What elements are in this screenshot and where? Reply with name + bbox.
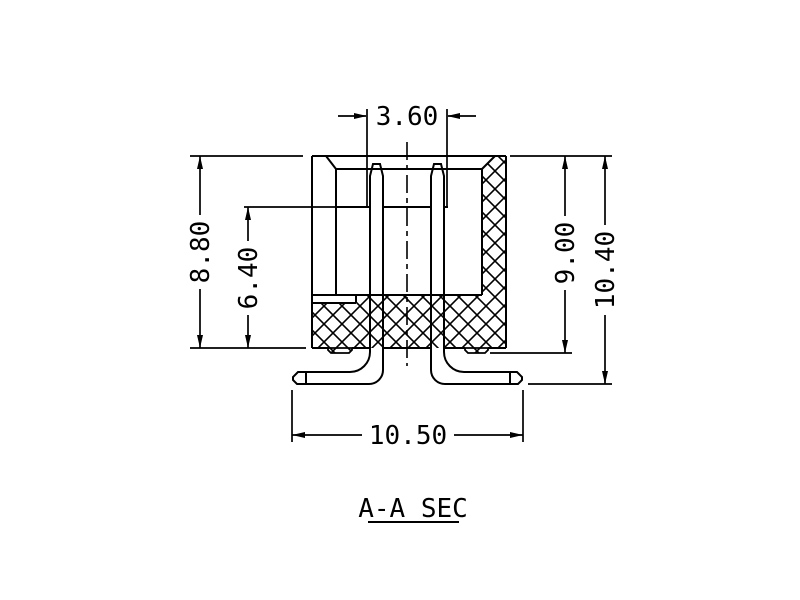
contact-pins [369, 163, 445, 348]
right-lead-inner [430, 348, 510, 385]
left-lead-outer [306, 348, 371, 373]
left-foot [327, 347, 353, 354]
right-wall-hatch [482, 156, 506, 295]
arrow-up-icon [562, 156, 568, 169]
dimension-top-width: 3.60 [338, 102, 476, 207]
dimension-total-height: 10.40 [528, 156, 621, 385]
cavity-left-chamfer [325, 155, 337, 170]
right-lead-outer [443, 348, 510, 373]
dim-label-top-width: 3.60 [376, 102, 439, 132]
base-left-hatch [312, 303, 356, 348]
arrow-down-icon [197, 335, 203, 348]
left-wall-step [312, 295, 357, 304]
dim-label-total-height: 10.40 [591, 231, 621, 309]
arrow-down-icon [245, 335, 251, 348]
pin-left [369, 163, 384, 348]
pin-right [430, 163, 445, 348]
dim-label-lead-span: 10.50 [369, 421, 447, 451]
view-title-label: A-A SEC [358, 494, 468, 524]
arrow-down-icon [602, 371, 608, 384]
view-title: A-A SEC [358, 494, 468, 524]
arrow-left-icon [447, 113, 460, 119]
arrow-right-icon [354, 113, 367, 119]
left-lead-inner [306, 348, 384, 385]
arrow-up-icon [197, 156, 203, 169]
right-foot [464, 347, 489, 354]
dimension-lead-span: 10.50 [291, 390, 524, 451]
dim-label-height-with-posts: 9.00 [551, 222, 581, 285]
cavity-right-chamfer [481, 155, 496, 170]
arrow-up-icon [245, 207, 251, 220]
dim-label-inner-height: 6.40 [234, 247, 264, 310]
arrow-down-icon [562, 340, 568, 353]
dim-label-body-height: 8.80 [186, 221, 216, 284]
right-lead-pad [509, 371, 523, 385]
dimension-inner-height: 6.40 [234, 206, 368, 348]
ext-lines-3-60 [366, 109, 448, 207]
ext-lines-10-50 [291, 390, 524, 442]
ext-lines-9-00 [490, 155, 612, 354]
left-lead-pad [292, 371, 307, 385]
smt-leads [292, 348, 523, 385]
arrow-up-icon [602, 156, 608, 169]
arrow-left-icon [292, 432, 305, 438]
dimension-height-with-posts: 9.00 [490, 155, 612, 354]
dimension-body-height: 8.80 [186, 155, 306, 349]
arrow-right-icon [510, 432, 523, 438]
